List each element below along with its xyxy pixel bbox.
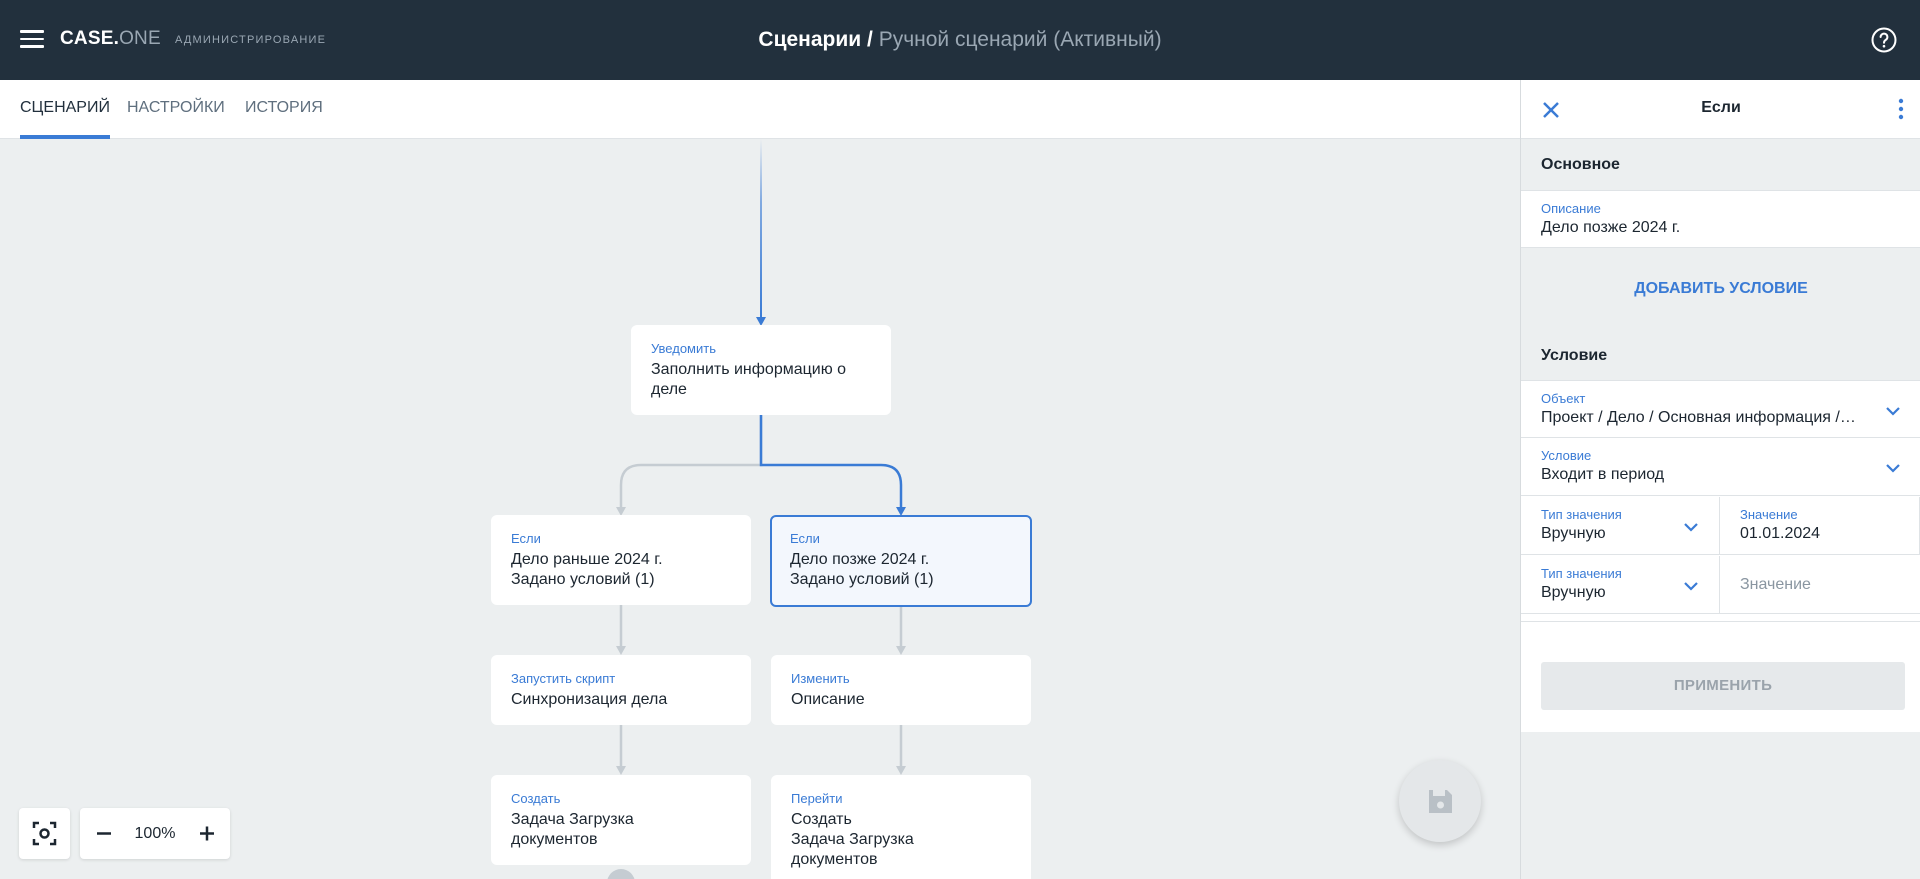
node-type: Если — [511, 531, 541, 546]
edge-incoming — [760, 139, 762, 319]
tab-history[interactable]: ИСТОРИЯ — [245, 99, 323, 116]
breadcrumb: Сценарии / Ручной сценарий (Активный) — [0, 28, 1920, 52]
node-text: Синхронизация дела — [511, 691, 668, 708]
node-type: Изменить — [791, 671, 850, 686]
zoom-in-button[interactable] — [184, 808, 230, 859]
logo-main: CASE. — [60, 28, 120, 49]
minus-icon — [97, 832, 111, 835]
object-value: Проект / Дело / Основная информация / Да… — [1541, 409, 1859, 426]
flow-node-run-script[interactable]: Запустить скрипт Синхронизация дела — [491, 655, 751, 725]
description-value: Дело позже 2024 г. — [1541, 219, 1681, 236]
value-type-label: Тип значения — [1541, 507, 1622, 522]
node-text: Дело позже 2024 г. Задано условий (1) — [790, 551, 934, 588]
node-text: Задача Загрузка документов — [511, 811, 634, 848]
value-type-value: Вручную — [1541, 525, 1606, 542]
edge-arrow — [616, 507, 626, 516]
node-text: Создать Задача Загрузка документов — [791, 811, 914, 868]
zoom-out-button[interactable] — [80, 808, 126, 859]
breadcrumb-current: Ручной сценарий (Активный) — [878, 28, 1162, 51]
value-type-label: Тип значения — [1541, 566, 1622, 581]
condition-label: Условие — [1541, 448, 1592, 463]
value-type-value: Вручную — [1541, 584, 1606, 601]
edge-branch-right — [759, 415, 903, 509]
save-floppy-icon — [1429, 790, 1452, 813]
value-input-1[interactable]: Значение 01.01.2024 — [1720, 497, 1920, 555]
node-type: Если — [790, 531, 820, 546]
help-icon[interactable] — [1870, 26, 1898, 54]
logo-accent: ONE — [119, 28, 161, 49]
focus-frame-icon — [32, 821, 57, 846]
value-label: Значение — [1740, 507, 1798, 522]
apply-button[interactable]: ПРИМЕНИТЬ — [1541, 662, 1905, 710]
panel-title: Если — [1701, 99, 1741, 116]
save-button[interactable] — [1399, 760, 1481, 842]
node-text: Заполнить информацию о деле — [651, 361, 847, 398]
object-select[interactable]: Объект Проект / Дело / Основная информац… — [1521, 380, 1920, 438]
edge-arrow — [896, 507, 906, 516]
flow-node-notify[interactable]: Уведомить Заполнить информацию о деле — [631, 325, 891, 415]
flow-node-if-before[interactable]: Если Дело раньше 2024 г. Задано условий … — [491, 515, 751, 605]
condition-value: Входит в период — [1541, 466, 1665, 483]
section-condition-title: Условие — [1541, 347, 1608, 364]
workflow-canvas[interactable]: Уведомить Заполнить информацию о деле Ес… — [0, 139, 1520, 879]
add-step-handle[interactable] — [607, 869, 635, 879]
zoom-control: 100% — [80, 808, 230, 859]
tab-settings[interactable]: НАСТРОЙКИ — [127, 99, 225, 116]
plus-icon — [200, 826, 214, 841]
more-vert-icon[interactable] — [1895, 96, 1907, 122]
description-field[interactable]: Описание Дело позже 2024 г. — [1521, 190, 1920, 248]
edge-arrow — [616, 766, 626, 775]
node-type: Создать — [511, 791, 561, 806]
section-label: АДМИНИСТРИРОВАНИЕ — [175, 34, 327, 46]
flow-connectors — [607, 139, 906, 879]
edge-arrow — [756, 317, 766, 326]
edge-arrow — [896, 646, 906, 655]
value-placeholder: Значение — [1740, 576, 1811, 593]
edge-arrow — [616, 646, 626, 655]
node-type: Запустить скрипт — [511, 671, 616, 686]
app-logo[interactable]: CASE.ONE — [60, 28, 161, 50]
section-main-title: Основное — [1541, 156, 1620, 173]
edge-arrow — [896, 766, 906, 775]
flow-node-change[interactable]: Изменить Описание — [771, 655, 1031, 725]
value-input-2[interactable]: Значение — [1720, 556, 1920, 614]
top-app-bar: CASE.ONE АДМИНИСТРИРОВАНИЕ Сценарии / Ру… — [0, 0, 1920, 80]
hamburger-menu-icon[interactable] — [20, 30, 44, 50]
node-text: Описание — [791, 691, 865, 708]
value-type-select-2[interactable]: Тип значения Вручную — [1521, 556, 1720, 614]
tab-scenario[interactable]: СЦЕНАРИЙ — [20, 80, 110, 139]
zoom-level: 100% — [134, 825, 176, 842]
edge-branch-left — [619, 415, 763, 509]
condition-form: Объект Проект / Дело / Основная информац… — [1521, 380, 1920, 621]
chevron-down-icon — [1684, 582, 1698, 591]
fit-to-screen-button[interactable] — [19, 808, 70, 859]
close-icon[interactable] — [1539, 98, 1563, 122]
chevron-down-icon — [1886, 464, 1900, 473]
node-text: Дело раньше 2024 г. Задано условий (1) — [511, 551, 663, 588]
properties-panel: Если Основное Описание Дело позже 2024 г… — [1520, 80, 1920, 879]
node-type: Уведомить — [651, 341, 716, 356]
value-type-select-1[interactable]: Тип значения Вручную — [1521, 497, 1720, 555]
chevron-down-icon — [1886, 407, 1900, 416]
panel-header: Если — [1521, 80, 1920, 139]
chevron-down-icon — [1684, 523, 1698, 532]
condition-select[interactable]: Условие Входит в период — [1521, 438, 1920, 496]
value-value: 01.01.2024 — [1740, 525, 1821, 542]
tab-bar: СЦЕНАРИЙ НАСТРОЙКИ ИСТОРИЯ — [0, 80, 1520, 139]
object-label: Объект — [1541, 391, 1586, 406]
description-label: Описание — [1541, 201, 1601, 216]
flow-node-if-after[interactable]: Если Дело позже 2024 г. Задано условий (… — [770, 515, 1032, 607]
breadcrumb-root[interactable]: Сценарии / — [758, 28, 873, 51]
node-type: Перейти — [791, 791, 843, 806]
flow-node-create[interactable]: Создать Задача Загрузка документов — [491, 775, 751, 865]
flow-node-goto[interactable]: Перейти Создать Задача Загрузка документ… — [771, 775, 1031, 879]
add-condition-button[interactable]: ДОБАВИТЬ УСЛОВИЕ — [1634, 280, 1808, 297]
